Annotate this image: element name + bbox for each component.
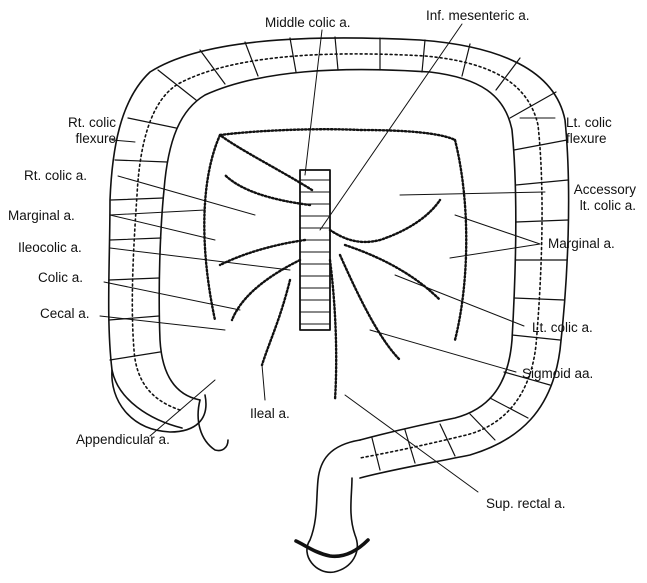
sigmoid-arteries [340, 255, 400, 360]
label-inf-mesenteric: Inf. mesenteric a. [426, 8, 530, 24]
label-ileocolic: Ileocolic a. [18, 240, 82, 256]
ileal-artery [262, 280, 290, 365]
label-rt-colic-a: Rt. colic a. [24, 168, 87, 184]
label-middle-colic: Middle colic a. [265, 15, 351, 31]
label-sigmoid: Sigmoid aa. [522, 366, 593, 382]
marginal-artery-left [455, 140, 466, 340]
middle-colic-artery [220, 129, 455, 190]
label-cecal: Cecal a. [40, 306, 90, 322]
right-colic-artery [225, 175, 310, 205]
colon-lumen-line [132, 54, 542, 458]
sup-rectal-artery [330, 260, 336, 400]
cecum [112, 370, 206, 432]
label-sup-rectal: Sup. rectal a. [486, 496, 566, 512]
label-ileal: Ileal a. [250, 406, 290, 422]
label-marginal-right: Marginal a. [548, 236, 615, 252]
inf-mesenteric-artery [330, 200, 440, 242]
label-accessory-lt-colic: Accessory lt. colic a. [530, 182, 636, 214]
label-colic: Colic a. [38, 270, 83, 286]
label-appendicular: Appendicular a. [76, 432, 170, 448]
label-rt-colic-flexure: Rt. colic flexure [40, 115, 116, 147]
appendix [198, 400, 228, 451]
aorta [300, 170, 330, 330]
ileocolic-artery [220, 240, 305, 265]
colon-inner-wall [159, 70, 516, 440]
label-marginal-left: Marginal a. [8, 208, 75, 224]
colic-artery [232, 260, 300, 320]
label-lt-colic-a: Lt. colic a. [532, 320, 593, 336]
left-colic-artery [345, 245, 440, 300]
label-lt-colic-flexure: Lt. colic flexure [566, 115, 612, 147]
marginal-artery-right [204, 135, 220, 320]
